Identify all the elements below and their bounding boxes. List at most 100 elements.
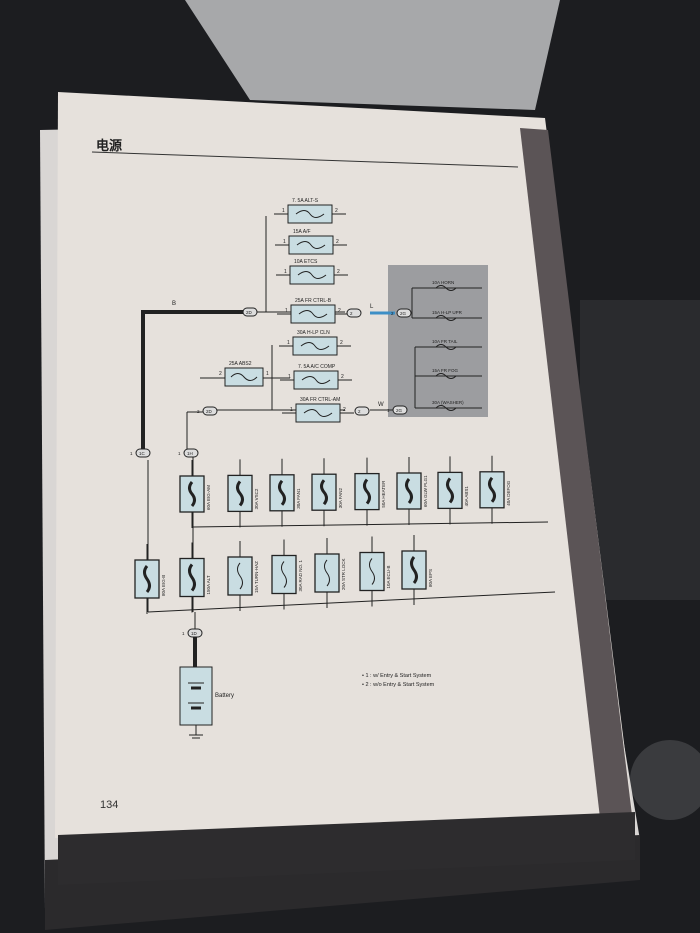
connector-id: 1D	[191, 631, 198, 636]
connector-mid_b	[346, 308, 362, 318]
connector-id: 2D	[206, 409, 213, 414]
connector-mid_am	[354, 406, 370, 416]
connector-pin: 1	[387, 408, 390, 413]
fuse-element	[278, 479, 286, 506]
pin-label: 2	[343, 407, 346, 413]
fuse-element	[324, 559, 330, 587]
connector-main_am	[202, 406, 218, 416]
fuse-label: 50A HEATER	[381, 480, 386, 508]
fuse-label: 10A ECU-B	[386, 565, 391, 588]
relay-box-fuse-label: 30A (WASHER)	[432, 400, 464, 405]
connector-id: 1H	[187, 451, 193, 456]
fuse-element	[405, 478, 413, 504]
fuse-label: 60A EIG-AM	[206, 485, 211, 510]
page-dark-margin	[520, 128, 632, 818]
connector-box_am	[392, 405, 408, 415]
wire-color-b: B	[172, 301, 176, 307]
fuse-element	[363, 478, 371, 505]
fuse-element	[298, 310, 328, 318]
fuse-element	[488, 476, 496, 503]
battery-cells	[188, 682, 204, 739]
fuse-label: 30A FAN2	[338, 487, 343, 508]
fuse-label: 7. 5A A/C COMP	[298, 364, 336, 370]
section-title: 电源	[96, 138, 122, 153]
fuse-label: 30A H-LP CLN	[297, 330, 330, 336]
fuse-label: 40A DEFOG	[506, 480, 511, 506]
fuse-element	[410, 556, 418, 584]
fuse-label: 30A FR CTRL-AM	[300, 397, 340, 403]
fuse-label: 80A EIG-B	[161, 575, 166, 596]
console-background	[580, 300, 700, 600]
pin-label: 1	[288, 374, 291, 380]
pin-label: 2	[335, 208, 338, 214]
connector-id: 2	[350, 311, 353, 316]
pin-label: 2	[338, 308, 341, 314]
main-b-wire	[141, 310, 245, 450]
connector-left1	[135, 448, 151, 458]
fuse-element	[369, 558, 375, 585]
connector-pin: 1	[130, 451, 133, 456]
wire-color-l: L	[370, 304, 374, 310]
relay-box	[388, 265, 488, 417]
pin-label: 1	[290, 407, 293, 413]
fuse-element	[295, 210, 325, 218]
fuse-label: 60A GLW PLG1	[423, 475, 428, 507]
fuse-element	[188, 481, 196, 507]
pin-label: 1	[284, 269, 287, 275]
pin-label: 1	[266, 371, 269, 377]
relay-box-fuse-label: 10A HORN	[432, 280, 454, 285]
connector-id: 1C	[139, 451, 146, 456]
page-dark-footer	[58, 812, 635, 885]
fuse-element	[297, 271, 327, 279]
battery-icon	[179, 666, 213, 726]
pin-label: 2	[340, 340, 343, 346]
fuse-label: 30A VSC2	[254, 488, 259, 509]
fuse-label: 15A A/F	[293, 229, 311, 235]
pin-label: 1	[285, 308, 288, 314]
note-1: • 1 : w/ Entry & Start System	[362, 673, 432, 679]
fuse-icon	[435, 373, 457, 379]
fuse-label: 7. 5A ALT-S	[292, 198, 319, 204]
connector-left2	[183, 448, 199, 458]
pin-label: 2	[337, 269, 340, 275]
fuse-label: 10A ETCS	[294, 259, 318, 265]
fuse-element	[281, 561, 287, 588]
connector-pin: 1	[182, 631, 185, 636]
fuse-element	[143, 565, 151, 593]
fuse-element	[303, 409, 333, 417]
connector-pin: 1	[178, 451, 181, 456]
battery-label: Battery	[215, 693, 234, 699]
seat-background	[185, 0, 560, 110]
fuse-label: 25A FR CTRL-B	[295, 298, 332, 304]
pin-label: 2	[219, 371, 222, 377]
page	[55, 92, 635, 838]
connector-main_b	[242, 307, 258, 317]
connector-id: 2G	[396, 408, 403, 413]
connector-box_b	[396, 308, 412, 318]
fuse-element	[320, 479, 328, 506]
relay-box-fuse-label: 15A FR FOG	[432, 368, 459, 373]
pin-label: 2	[336, 239, 339, 245]
header-rule	[91, 151, 519, 168]
fuse-element	[446, 477, 454, 504]
pin-label: 1	[282, 208, 285, 214]
connector-id: 2	[358, 409, 361, 414]
fuse-label: 30A RAD NO. 1	[298, 559, 303, 591]
fuse-icon	[435, 285, 457, 291]
fuse-element	[300, 342, 330, 350]
fuse-icon	[435, 344, 457, 350]
fuse-label: 15A TURN-HAZ	[254, 561, 259, 593]
cupholder	[630, 740, 700, 820]
relay-box-fuse-label: 10A FR TAIL	[432, 339, 458, 344]
fuse-element	[237, 562, 243, 590]
connector-id: 2D	[246, 310, 253, 315]
page-number: 134	[100, 799, 118, 811]
fuse-element	[301, 376, 331, 384]
fuse-label: 40A ABS1	[464, 486, 469, 507]
fuse-icon	[435, 315, 457, 321]
relay-box-fuse-label: 15A H-LP UPR	[432, 310, 463, 315]
pin-label: 1	[283, 239, 286, 245]
fuse-label: 80A EPS	[428, 569, 433, 587]
fuse-label: 20A STR LOCK	[341, 558, 346, 590]
